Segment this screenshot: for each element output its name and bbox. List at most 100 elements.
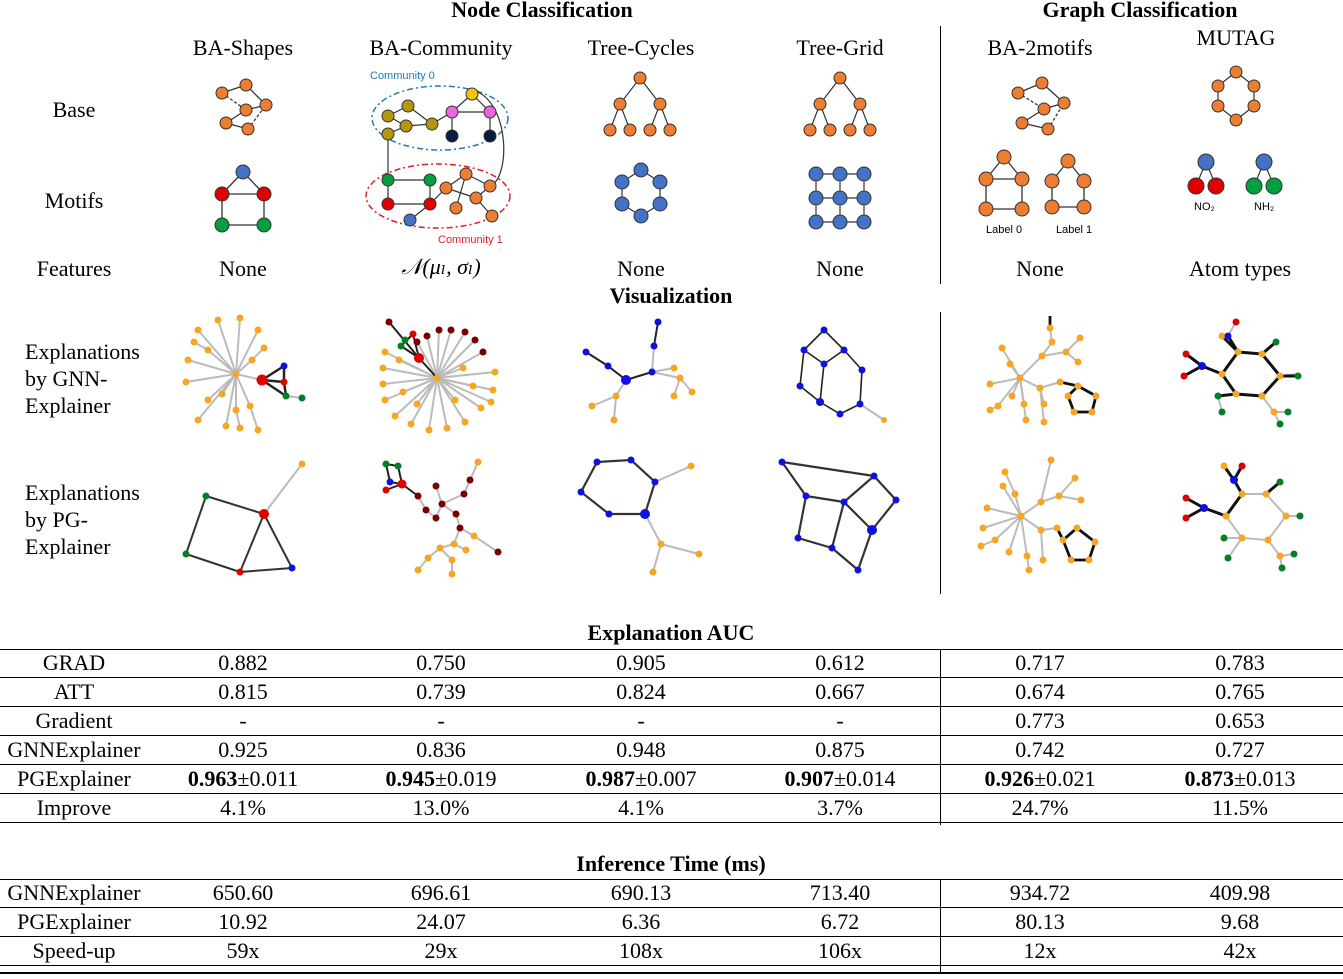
table-cell: 0.612: [815, 650, 865, 675]
table-row-rule: [0, 793, 1343, 794]
row-label-gnnexplainer: Explanations by GNN- Explainer: [25, 338, 165, 419]
table-cell: 4.1%: [220, 795, 266, 820]
row-label-pg-line1: Explanations: [25, 480, 140, 505]
nh2-caption: NH₂: [1254, 201, 1275, 213]
table-row-label: GNNExplainer: [7, 737, 141, 762]
auc-table-title: Explanation AUC: [587, 620, 755, 645]
table-cell: 0.750: [416, 650, 466, 675]
table-cell-std: ±0.021: [1033, 766, 1096, 791]
table-cell-std: ±0.011: [237, 766, 299, 791]
time-table-divider: [940, 879, 941, 974]
viz-gnn-ba-community: [379, 318, 499, 434]
table-cell-std: ±0.014: [833, 766, 896, 791]
table-row-label: GRAD: [42, 650, 106, 675]
tree-cycles-base-graph: [603, 71, 677, 137]
table-cell: 0.773: [1015, 708, 1065, 733]
viz-pg-tree-cycles: [577, 456, 703, 576]
table-cell: 0.824: [616, 679, 666, 704]
mutag-base-graph: [1211, 65, 1261, 127]
row-label-base: Base: [52, 97, 96, 122]
community-1-label: Community 1: [438, 234, 503, 246]
viz-gnn-tree-grid: [796, 326, 887, 423]
table-row-label: Speed-up: [32, 938, 116, 963]
table-cell-bold-value: 0.873: [1184, 766, 1234, 791]
feature-mutag: Atom types: [1188, 256, 1292, 281]
table-cell: 59x: [226, 938, 260, 963]
dataset-ba-community: BA-Community: [369, 35, 513, 60]
dataset-ba-shapes: BA-Shapes: [192, 35, 294, 60]
table-row-rule: [0, 965, 1343, 966]
table-cell-std: ±0.007: [634, 766, 697, 791]
viz-gnn-mutag: [1180, 318, 1302, 428]
table-cell: 0.783: [1215, 650, 1265, 675]
dataset-tree-grid: Tree-Grid: [796, 35, 884, 60]
table-cell-bold-value: 0.987: [585, 766, 635, 791]
community-0-label: Community 0: [370, 70, 435, 82]
row-label-pgexplainer: Explanations by PG- Explainer: [25, 479, 165, 560]
time-table-bottom-rule: [0, 972, 1343, 974]
table-cell: 12x: [1023, 938, 1057, 963]
table-row-label: PGExplainer: [17, 909, 131, 934]
table-row-rule: [0, 764, 1343, 765]
mutag-motifs: [1187, 153, 1283, 195]
row-label-gnn-line2: by GNN-: [25, 366, 108, 391]
tree-cycles-motif-cycle: [614, 162, 668, 224]
table-cell-bold-value: 0.945: [385, 766, 435, 791]
table-cell: 0.907±0.014: [784, 766, 895, 792]
table-cell: 13.0%: [412, 795, 470, 820]
table-cell: 3.7%: [817, 795, 863, 820]
viz-gnn-tree-cycles: [582, 318, 696, 424]
label-0-caption: Label 0: [986, 224, 1023, 236]
table-cell: 29x: [424, 938, 458, 963]
dataset-tree-cycles: Tree-Cycles: [587, 35, 695, 60]
ba-community-graph: [365, 85, 511, 229]
table-row-rule: [0, 936, 1343, 937]
viz-gnn-ba-2motifs: [986, 316, 1100, 426]
table-cell: 0.873±0.013: [1184, 766, 1295, 792]
auc-table-divider: [940, 649, 941, 825]
table-row-rule: [0, 677, 1343, 678]
table-cell-bold-value: 0.963: [187, 766, 238, 791]
viz-pg-ba-2motifs: [977, 456, 1099, 574]
ba-2motifs-motifs: [978, 149, 1092, 217]
table-cell: 0.963±0.011: [188, 766, 298, 792]
table-cell: 0.945±0.019: [385, 766, 496, 792]
table-cell: 934.72: [1009, 880, 1071, 905]
table-cell: 0.905: [616, 650, 666, 675]
section-divider-visualization: [940, 312, 941, 594]
table-row-rule: [0, 822, 1343, 823]
no2-caption: NO₂: [1194, 201, 1215, 213]
table-cell: -: [437, 708, 445, 733]
table-cell: 409.98: [1209, 880, 1271, 905]
table-cell: 0.653: [1215, 708, 1265, 733]
table-cell: 0.815: [218, 679, 268, 704]
table-cell: 42x: [1223, 938, 1257, 963]
dataset-mutag: MUTAG: [1196, 25, 1276, 50]
table-cell: 650.60: [212, 880, 274, 905]
ba-shapes-motif-house: [214, 164, 272, 233]
table-cell: 0.727: [1215, 737, 1265, 762]
auc-table-top-rule: [0, 649, 1343, 650]
table-cell: 80.13: [1015, 909, 1065, 934]
table-cell: 24.7%: [1011, 795, 1069, 820]
row-label-motifs: Motifs: [44, 188, 104, 213]
table-cell: -: [239, 708, 247, 733]
table-row-rule: [0, 735, 1343, 736]
table-row-label: Improve: [36, 795, 112, 820]
feature-ba-community: 𝒩(μₗ, σₗ): [401, 254, 481, 279]
viz-pg-ba-community: [382, 458, 502, 578]
feature-tree-grid: None: [816, 256, 864, 281]
table-cell: -: [637, 708, 645, 733]
label-1-caption: Label 1: [1056, 224, 1093, 236]
table-row-label: Gradient: [35, 708, 113, 733]
tree-grid-base-graph: [803, 71, 877, 137]
table-cell: 0.717: [1015, 650, 1065, 675]
row-label-pg-line2: by PG-: [25, 507, 88, 532]
row-label-gnn-line1: Explanations: [25, 339, 140, 364]
section-divider-top: [940, 26, 941, 284]
tree-grid-motif-grid: [808, 166, 872, 230]
table-cell: 11.5%: [1211, 795, 1269, 820]
viz-pg-mutag: [1182, 462, 1304, 572]
row-label-gnn-line3: Explainer: [25, 393, 111, 418]
table-cell: 0.667: [815, 679, 865, 704]
